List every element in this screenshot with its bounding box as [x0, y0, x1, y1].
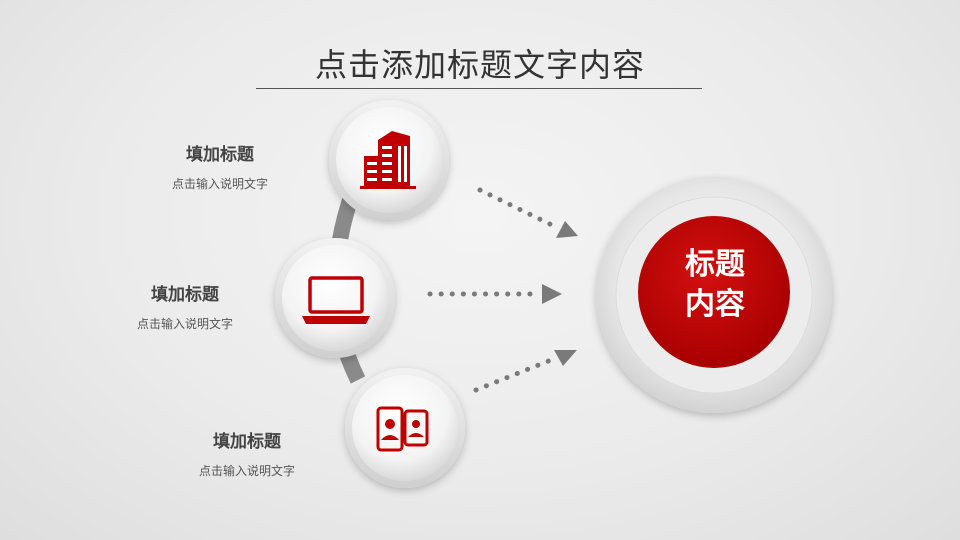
center-label-line1: 标题 — [685, 247, 745, 282]
arrow-middle — [427, 284, 562, 304]
center-label-line2: 内容 — [685, 287, 745, 322]
building-icon — [360, 131, 416, 189]
page-title: 点击添加标题文字内容 — [314, 46, 645, 84]
item-label-3: 填加标题 点击输入说明文字 — [167, 427, 327, 479]
center-label: 标题 内容 — [640, 245, 790, 325]
mobile-users-icon — [376, 406, 429, 452]
item-desc: 点击输入说明文字 — [198, 464, 295, 478]
item-label-2: 填加标题 点击输入说明文字 — [105, 280, 265, 332]
item-title: 填加标题 — [213, 432, 281, 452]
icon-node-3 — [345, 368, 465, 488]
icon-node-1 — [329, 100, 449, 220]
title-underline — [256, 88, 702, 89]
laptop-icon — [302, 276, 370, 324]
center-node — [596, 177, 832, 413]
item-title: 填加标题 — [151, 285, 219, 305]
item-label-1: 填加标题 点击输入说明文字 — [140, 140, 300, 192]
arrow-bottom — [473, 350, 577, 393]
item-desc: 点击输入说明文字 — [171, 177, 268, 191]
item-title: 填加标题 — [186, 145, 254, 165]
item-desc: 点击输入说明文字 — [136, 317, 233, 331]
icon-node-2 — [275, 238, 395, 358]
arrow-top — [477, 187, 578, 238]
